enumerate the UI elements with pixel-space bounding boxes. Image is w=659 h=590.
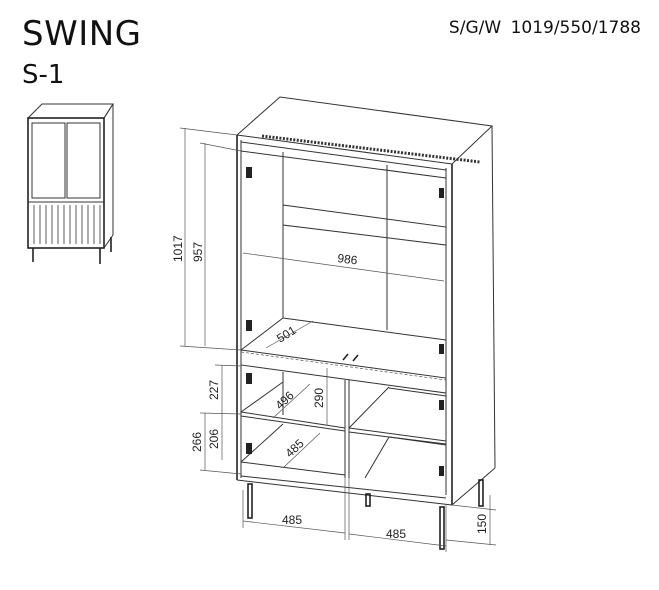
dim-290: 290 <box>312 388 326 408</box>
dimension-lines <box>179 127 497 552</box>
dim-485-left: 485 <box>282 513 302 527</box>
dims-value: 1019/550/1788 <box>510 18 641 38</box>
dim-957: 957 <box>191 242 205 262</box>
dim-501: 501 <box>274 323 299 346</box>
dim-266: 266 <box>190 432 204 452</box>
dim-496: 496 <box>272 388 296 412</box>
dim-485-depth: 485 <box>282 436 306 460</box>
overall-dimensions: S/G/W 1019/550/1788 <box>445 18 641 38</box>
dim-1017: 1017 <box>171 235 185 262</box>
model-code: S-1 <box>22 60 65 90</box>
dim-206: 206 <box>207 429 221 449</box>
dim-986: 986 <box>337 251 359 267</box>
dim-227: 227 <box>207 380 221 400</box>
product-title: SWING <box>22 14 142 54</box>
cabinet-drawing <box>235 96 496 550</box>
dim-485-right: 485 <box>386 527 406 541</box>
thumbnail-cabinet <box>26 103 114 264</box>
dims-label: S/G/W <box>448 18 502 38</box>
hinge-icons <box>246 167 444 476</box>
dim-150: 150 <box>475 514 489 534</box>
